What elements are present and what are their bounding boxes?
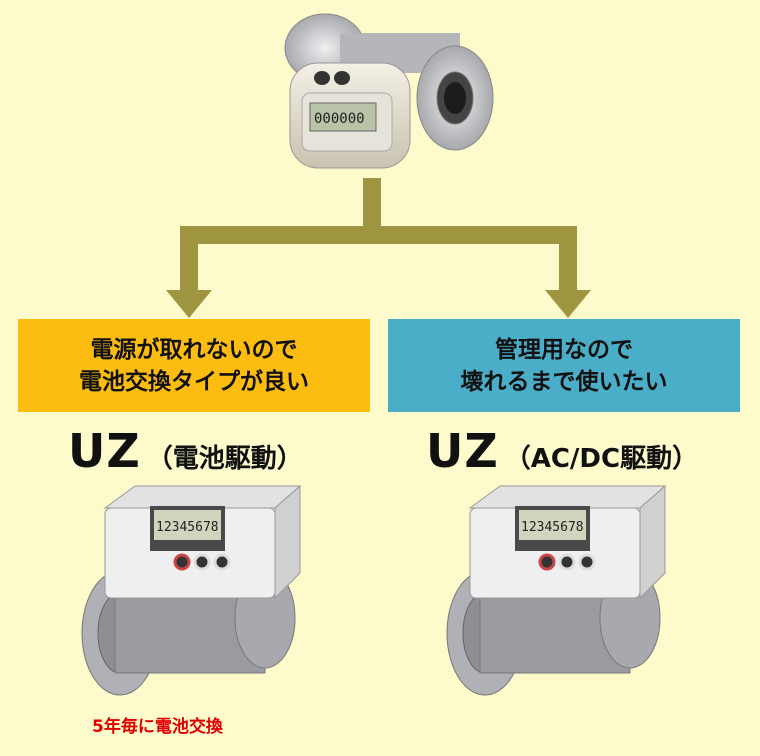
top-meter-image: 000000 (284, 13, 494, 169)
left-model-variant: （電池駆動） (146, 444, 303, 474)
right-lcd-text: 12345678 (521, 520, 584, 535)
right-condition-box: 管理用なので 壊れるまで使いたい (388, 319, 740, 412)
left-condition-box: 電源が取れないので 電池交換タイプが良い (18, 319, 370, 412)
right-model-name: UZ (426, 424, 499, 478)
right-model-variant: （AC/DC駆動） (504, 444, 699, 474)
right-condition-text: 管理用なので 壊れるまで使いたい (460, 336, 668, 395)
left-lcd-text: 12345678 (156, 520, 219, 535)
battery-note: 5年毎に電池交換 (92, 717, 223, 737)
left-condition-text: 電源が取れないので 電池交換タイプが良い (79, 336, 309, 395)
svg-text:000000: 000000 (314, 111, 365, 127)
arrow-left-icon (166, 290, 212, 318)
connector-diagram (166, 178, 591, 318)
left-model-name: UZ (68, 424, 141, 478)
right-model-label: UZ（AC/DC駆動） (426, 424, 698, 478)
arrow-right-icon (545, 290, 591, 318)
right-meter-image: 12345678 (446, 484, 667, 696)
left-meter-image: 12345678 (81, 484, 302, 696)
left-model-label: UZ（電池駆動） (68, 424, 303, 478)
